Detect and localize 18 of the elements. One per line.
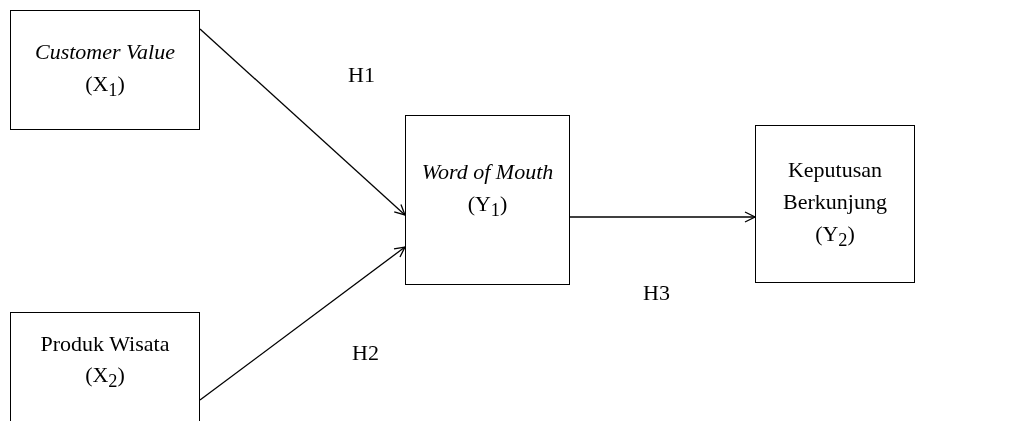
- edge-label: H2: [352, 340, 379, 366]
- variable-symbol: (X$_{1}$): [85, 69, 125, 103]
- arrow: [199, 28, 406, 216]
- variable-name: Keputusan Berkunjung: [782, 156, 888, 216]
- arrow: [199, 246, 406, 401]
- variable-name: Word of Mouth: [421, 158, 554, 187]
- variable-box: [10, 10, 200, 130]
- variable-box: [405, 115, 570, 285]
- variable-box: [755, 125, 915, 283]
- variable-name: Customer Value: [35, 38, 175, 67]
- arrow: [569, 211, 756, 223]
- variable-box: [10, 312, 200, 421]
- edge-label: H3: [643, 280, 670, 306]
- variable-symbol: (Y$_{2}$): [815, 219, 855, 253]
- edge-label: H1: [348, 62, 375, 88]
- variable-name: Produk Wisata: [40, 329, 170, 358]
- variable-symbol: (X$_{2}$): [85, 361, 125, 394]
- variable-symbol: (Y$_{1}$): [467, 189, 508, 223]
